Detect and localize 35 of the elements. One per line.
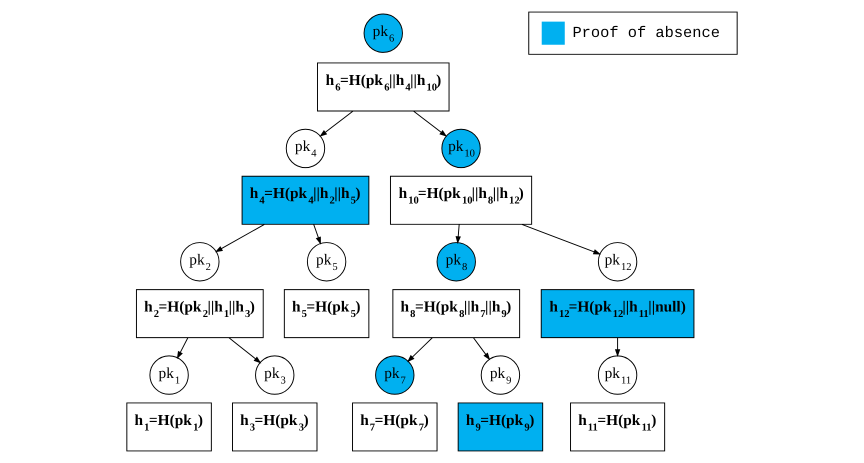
arrow [228,337,262,364]
node-box: h$_{2}$=H(pk$_{2}$||h$_{1}$||h$_{3}$) [136,289,264,338]
node-circle: pk$_{3}$ [255,355,294,395]
node-circle: pk$_{8}$ [436,242,476,282]
node-circle: pk$_{10}$ [441,128,481,168]
arrow [472,337,490,360]
node-box: h$_{9}$=H(pk$_{9}$) [458,402,544,452]
node-circle: pk$_{9}$ [480,355,520,395]
arrow [413,110,448,137]
node-circle: pk$_{4}$ [286,128,326,168]
node-box: h$_{6}$=H(pk$_{6}$||h$_{4}$||h$_{10}$) [317,62,450,112]
node-circle: pk$_{5}$ [306,242,346,282]
node-box: h$_{1}$=H(pk$_{1}$) [126,402,212,452]
arrow [214,224,265,252]
node-circle: pk$_{12}$ [598,242,638,282]
arrow [407,337,433,362]
arrow [614,337,620,357]
arrow [319,110,354,137]
node-box: h$_{7}$=H(pk$_{7}$) [352,402,438,452]
arrow [522,224,601,254]
node-box: h$_{10}$=H(pk$_{10}$||h$_{8}$||h$_{12}$) [390,176,532,225]
node-circle: pk$_{11}$ [598,355,638,395]
node-box: h$_{12}$=H(pk$_{12}$||h$_{11}$||null) [540,289,694,338]
node-box: h$_{8}$=H(pk$_{8}$||h$_{7}$||h$_{9}$) [392,289,520,338]
arrow [176,337,188,359]
arrow [313,224,321,245]
arrow [456,224,461,244]
legend-label: Proof of absence [572,24,720,42]
node-circle: pk$_{1}$ [149,355,189,395]
node-circle: pk$_{2}$ [180,242,220,282]
node-circle: pk$_{6}$ [364,14,403,53]
node-box: h$_{5}$=H(pk$_{5}$) [284,289,370,338]
node-box: h$_{4}$=H(pk$_{4}$||h$_{2}$||h$_{5}$) [242,176,370,225]
node-box: h$_{3}$=H(pk$_{3}$) [232,402,318,452]
node-box: h$_{11}$=H(pk$_{11}$) [570,402,666,452]
